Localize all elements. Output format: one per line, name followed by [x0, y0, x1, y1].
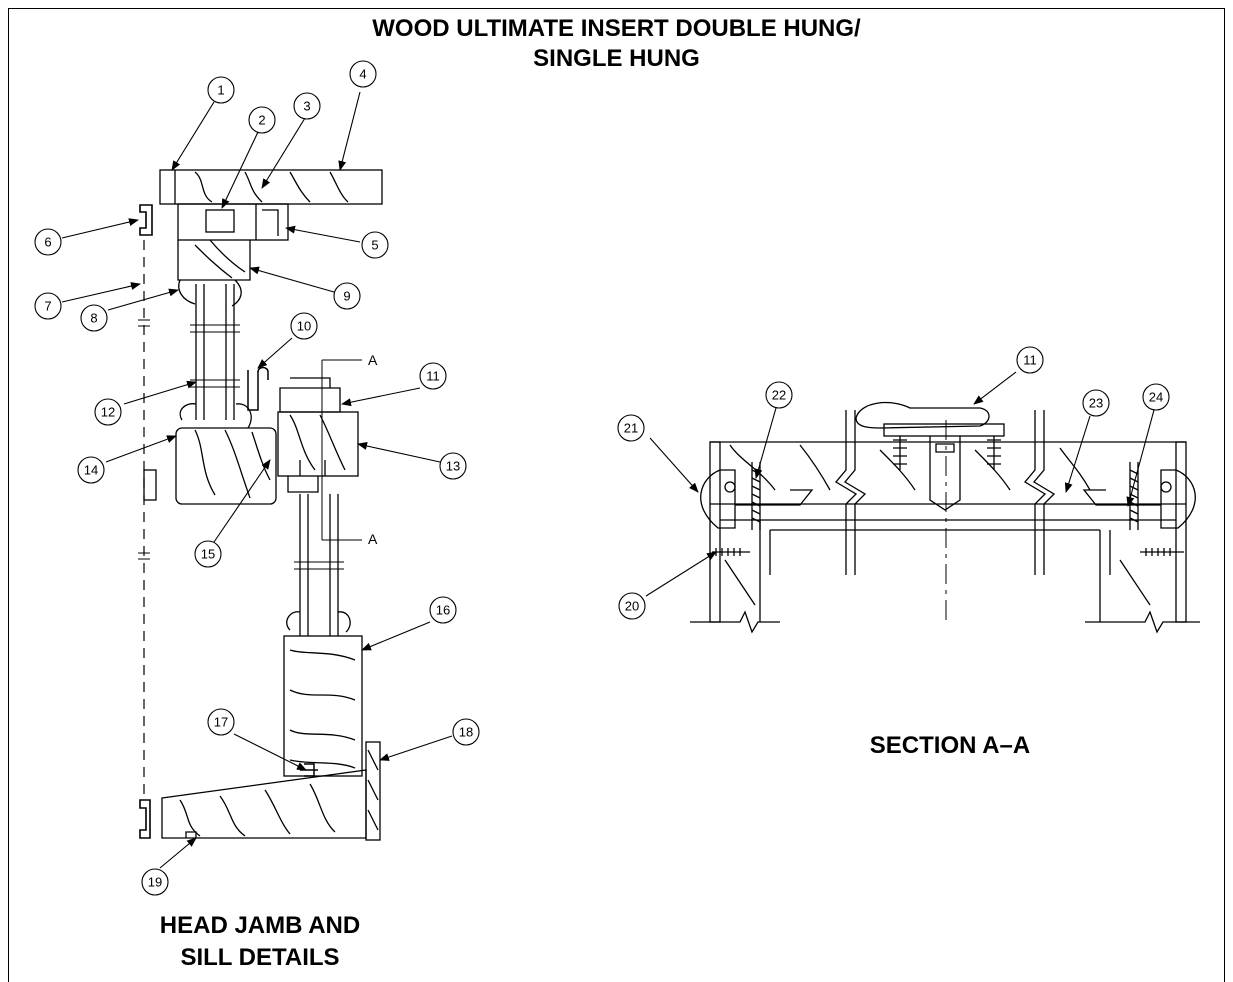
callout-8: 8	[90, 311, 97, 326]
clip-top	[139, 204, 153, 236]
callout-6: 6	[44, 235, 51, 250]
callout-9: 9	[343, 289, 350, 304]
callout-14: 14	[84, 463, 98, 478]
head-jamb-caption: HEAD JAMB AND SILL DETAILS	[110, 910, 410, 974]
callout-19: 19	[148, 875, 162, 890]
callout-12: 12	[101, 405, 115, 420]
section-marker-top: A	[368, 352, 378, 368]
callout-21: 21	[624, 421, 638, 436]
callout-16: 16	[436, 603, 450, 618]
callout-1: 1	[217, 83, 224, 98]
head-jamb-sill-detail	[138, 169, 383, 841]
callout-5: 5	[371, 238, 378, 253]
drawing-title: WOOD ULTIMATE INSERT DOUBLE HUNG/ SINGLE…	[0, 14, 1233, 74]
section-a-a-detail	[690, 401, 1200, 634]
callout-24: 24	[1149, 390, 1163, 405]
head-board	[159, 169, 383, 205]
callout-2: 2	[258, 113, 265, 128]
head-jamb-caption-line-1: HEAD JAMB AND	[159, 912, 361, 939]
section-marker-bottom: A	[368, 531, 378, 547]
callout-11: 11	[426, 369, 440, 384]
bottom-rail	[283, 635, 363, 777]
callout-4: 4	[359, 67, 366, 82]
callout-labels: 1 2 3 4 5 6 7 8 9 10 11 12 13 14 15 16 1…	[44, 67, 1163, 890]
callout-10: 10	[297, 319, 311, 334]
section-caption: SECTION A–A	[869, 732, 1031, 759]
drawing-border	[8, 8, 1225, 982]
callout-7: 7	[44, 299, 51, 314]
callout-17: 17	[214, 715, 228, 730]
callout-22: 22	[772, 388, 786, 403]
callout-3: 3	[303, 99, 310, 114]
upper-head	[177, 240, 251, 281]
exterior-stop	[365, 741, 381, 841]
title-line-2: SINGLE HUNG	[533, 45, 700, 72]
callout-11-section: 11	[1023, 353, 1037, 368]
callout-23: 23	[1089, 396, 1103, 411]
head-jamb-caption-line-2: SILL DETAILS	[180, 944, 340, 971]
callouts	[34, 60, 1170, 896]
title-line-1: WOOD ULTIMATE INSERT DOUBLE HUNG/	[372, 15, 861, 42]
upper-meeting-rail	[175, 427, 277, 505]
clip-bottom	[139, 799, 151, 839]
head-block	[205, 209, 235, 233]
spacer-block	[143, 469, 157, 501]
head-jamb	[177, 203, 289, 241]
callout-15: 15	[201, 547, 215, 562]
callout-20: 20	[625, 599, 639, 614]
lower-sash-rail	[277, 411, 359, 477]
callout-13: 13	[446, 459, 460, 474]
callout-18: 18	[459, 725, 473, 740]
